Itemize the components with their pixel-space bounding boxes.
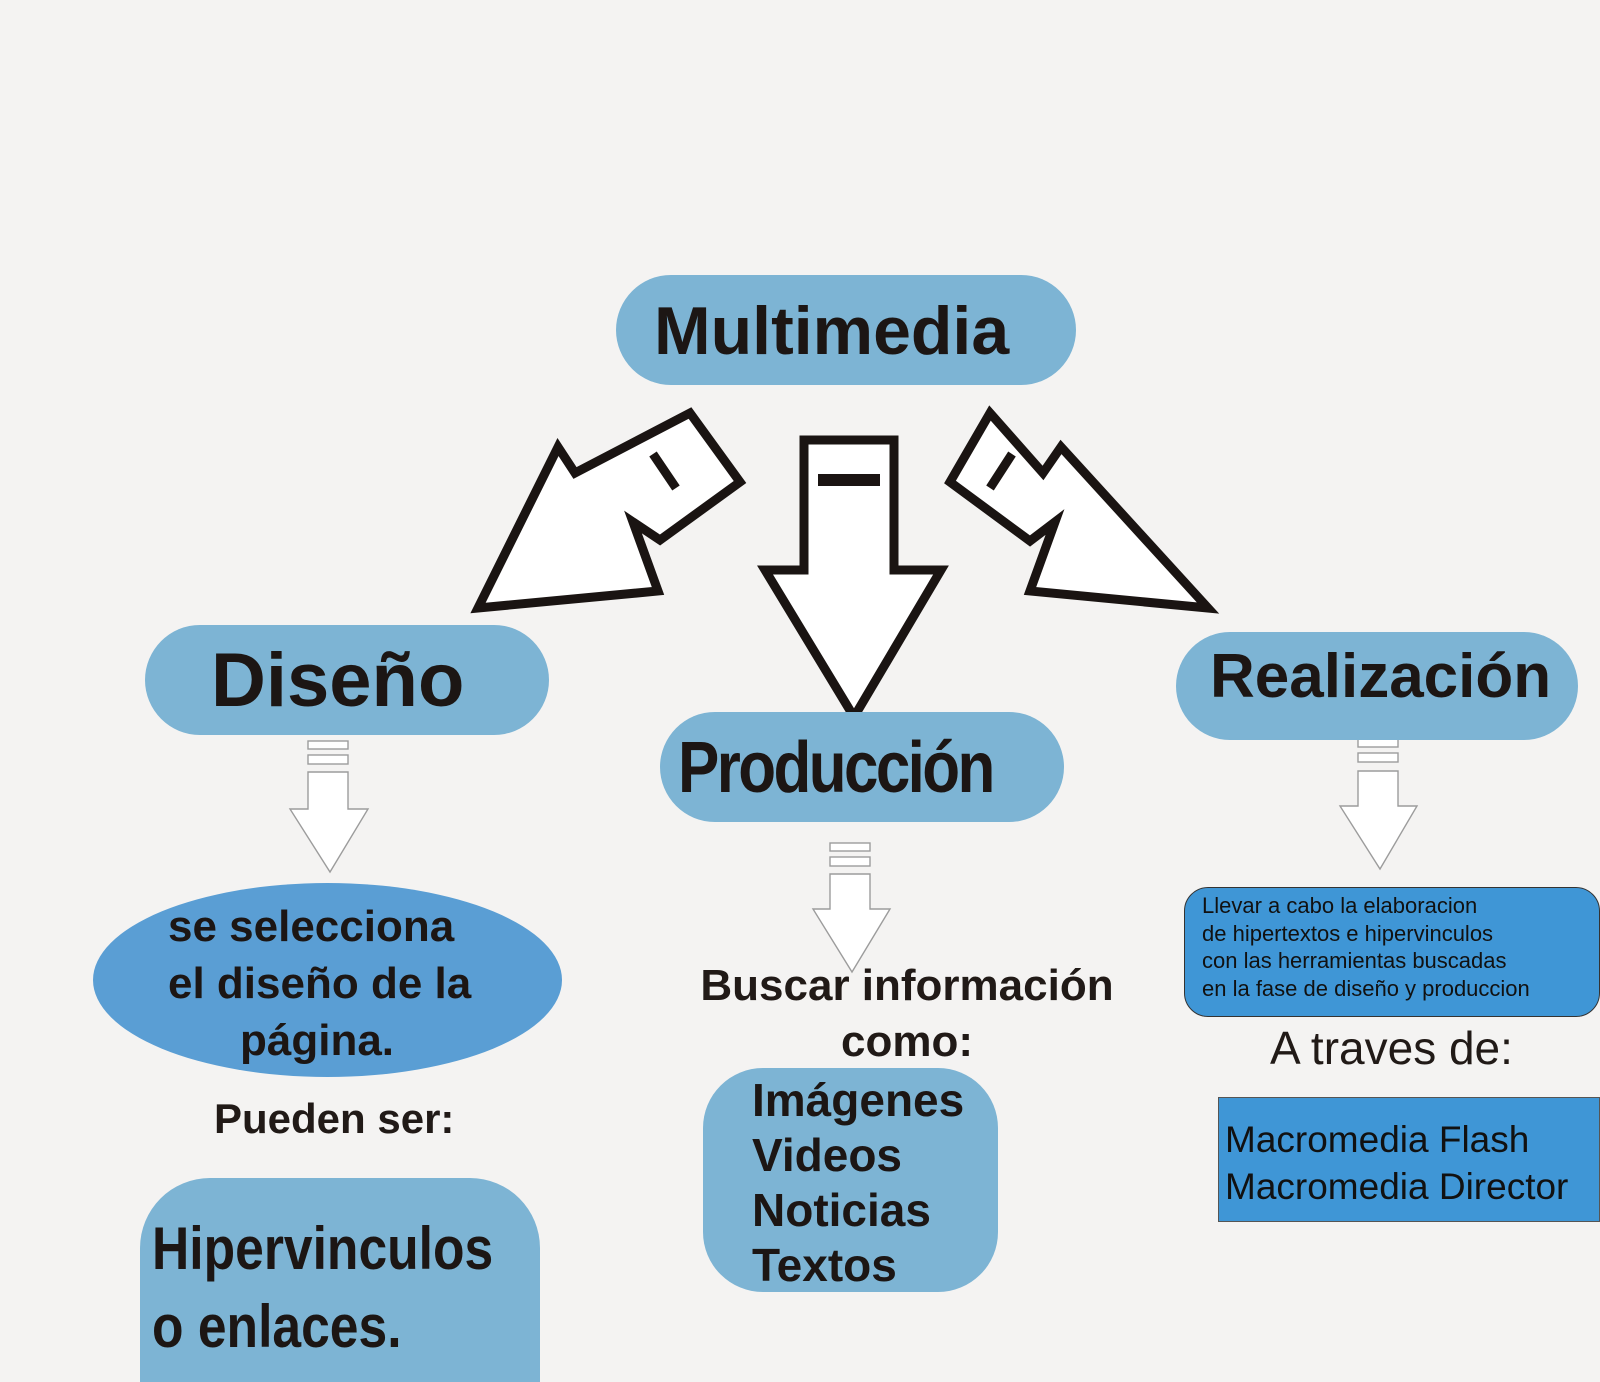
realizacion-description-text: Llevar a cabo la elaboracion de hipertex… (1202, 892, 1530, 1002)
diseno-node: Diseño (145, 625, 549, 735)
tool-macromedia-flash: Macromedia Flash (1225, 1119, 1530, 1160)
produccion-item-noticias: Noticias (752, 1184, 931, 1236)
small-arrow-realizacion (1338, 738, 1419, 871)
root-label: Multimedia (654, 293, 1010, 369)
realizacion-label: Realización (1210, 642, 1552, 711)
realizacion-description-box (1184, 887, 1600, 1017)
diseno-result-text: Hipervinculos o enlaces. (152, 1210, 493, 1366)
diseno-description-text: se selecciona el diseño de la página. (168, 898, 471, 1069)
realizacion-description-line-3: con las herramientas buscadas (1202, 948, 1507, 973)
diseno-result-line-1: Hipervinculos (152, 1215, 494, 1282)
arrow-to-realizacion (944, 405, 1220, 614)
diseno-result-box (140, 1178, 540, 1382)
diseno-description-line-2: el diseño de la (168, 959, 472, 1008)
realizacion-tools-list: Macromedia Flash Macromedia Director (1225, 1116, 1568, 1210)
produccion-connector-line-2: como: (841, 1017, 973, 1066)
produccion-label: Producción (678, 728, 995, 808)
produccion-item-imagenes: Imágenes (752, 1074, 965, 1126)
small-arrow-diseno (288, 740, 370, 874)
produccion-items-list: Imágenes Videos Noticias Textos (752, 1073, 964, 1293)
diseno-description-line-3: página. (240, 1016, 395, 1065)
realizacion-node: Realización (1176, 632, 1578, 740)
realizacion-description-line-1: Llevar a cabo la elaboracion (1202, 893, 1478, 918)
realizacion-description-line-2: de hipertextos e hipervinculos (1202, 920, 1494, 946)
diseno-result-line-2: o enlaces. (152, 1293, 402, 1360)
produccion-item-textos: Textos (752, 1239, 897, 1291)
produccion-items-box (703, 1068, 998, 1292)
diseno-description-ellipse (93, 883, 562, 1077)
produccion-connector-text: Buscar información como: (672, 958, 1142, 1070)
diseno-description-line-1: se selecciona (168, 902, 455, 951)
produccion-item-videos: Videos (752, 1129, 902, 1181)
diseno-label: Diseño (211, 638, 465, 723)
produccion-node: Producción (660, 712, 1064, 822)
realizacion-tools-box (1218, 1097, 1600, 1222)
small-arrow-produccion (811, 842, 892, 974)
produccion-connector-line-1: Buscar información (700, 961, 1114, 1010)
arrow-to-produccion (757, 435, 949, 726)
arrow-to-diseno (470, 407, 747, 614)
tool-macromedia-director: Macromedia Director (1225, 1166, 1569, 1207)
diseno-connector-text: Pueden ser: (214, 1095, 455, 1142)
realizacion-description-line-4: en la fase de diseño y produccion (1202, 975, 1530, 1001)
realizacion-connector-text: A traves de: (1270, 1022, 1513, 1074)
root-node: Multimedia (616, 275, 1076, 385)
